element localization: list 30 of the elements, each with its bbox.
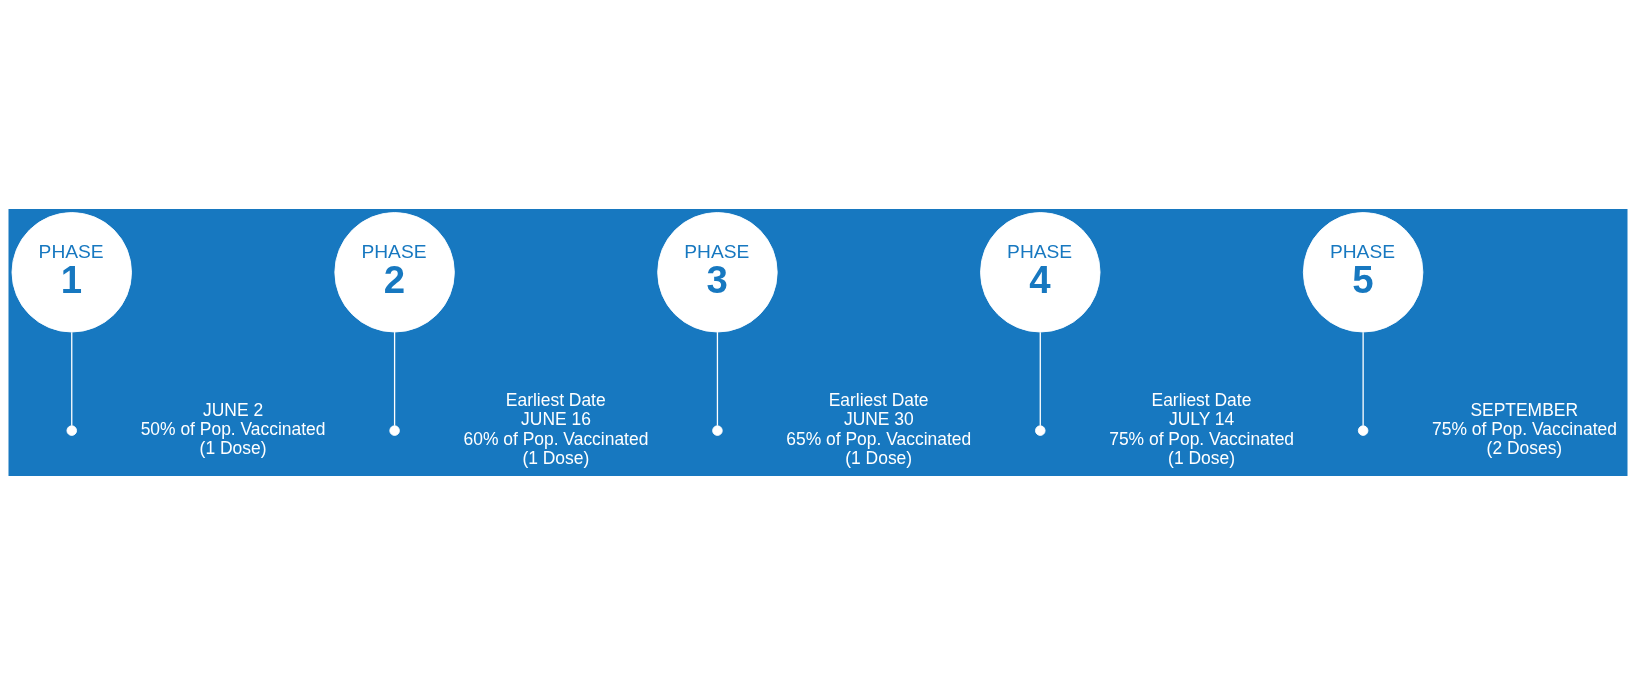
node-label: SEPTEMBER bbox=[1470, 399, 1579, 420]
node-circle: PHASE 5 bbox=[1302, 212, 1424, 333]
node-circle: PHASE 1 bbox=[11, 212, 132, 333]
connector bbox=[71, 331, 73, 427]
node-label: JUNE 2 bbox=[203, 399, 264, 420]
node-circle bbox=[66, 425, 77, 436]
node-label: 75% of Pop. Vaccinated bbox=[1432, 418, 1617, 439]
node-circle: PHASE 3 bbox=[657, 212, 778, 333]
node-circle: PHASE 4 bbox=[980, 212, 1101, 333]
node-label: 60% of Pop. Vaccinated bbox=[463, 428, 649, 449]
node-label: 65% of Pop. Vaccinated bbox=[786, 428, 972, 449]
node-label: Earliest Date bbox=[505, 390, 606, 411]
node-circle: PHASE 2 bbox=[334, 212, 455, 333]
node-circle bbox=[389, 425, 400, 436]
connector bbox=[1362, 331, 1364, 427]
connector bbox=[716, 331, 719, 427]
node-circle bbox=[1035, 425, 1046, 436]
node-circle bbox=[712, 425, 723, 436]
node-label: 50% of Pop. Vaccinated bbox=[140, 418, 326, 439]
node-label: (2 Doses) bbox=[1486, 438, 1563, 459]
node-label: Earliest Date bbox=[828, 390, 929, 411]
node-label: JUNE 16 bbox=[521, 409, 591, 430]
node-label: JULY 14 bbox=[1168, 409, 1235, 430]
node-label: 75% of Pop. Vaccinated bbox=[1109, 428, 1295, 449]
connector bbox=[1039, 331, 1041, 427]
node-circle bbox=[1357, 425, 1369, 436]
connector bbox=[393, 331, 396, 427]
node-label: JUNE 30 bbox=[843, 409, 914, 430]
node-label: (1 Dose) bbox=[199, 438, 267, 459]
node-label: Earliest Date bbox=[1151, 390, 1252, 411]
